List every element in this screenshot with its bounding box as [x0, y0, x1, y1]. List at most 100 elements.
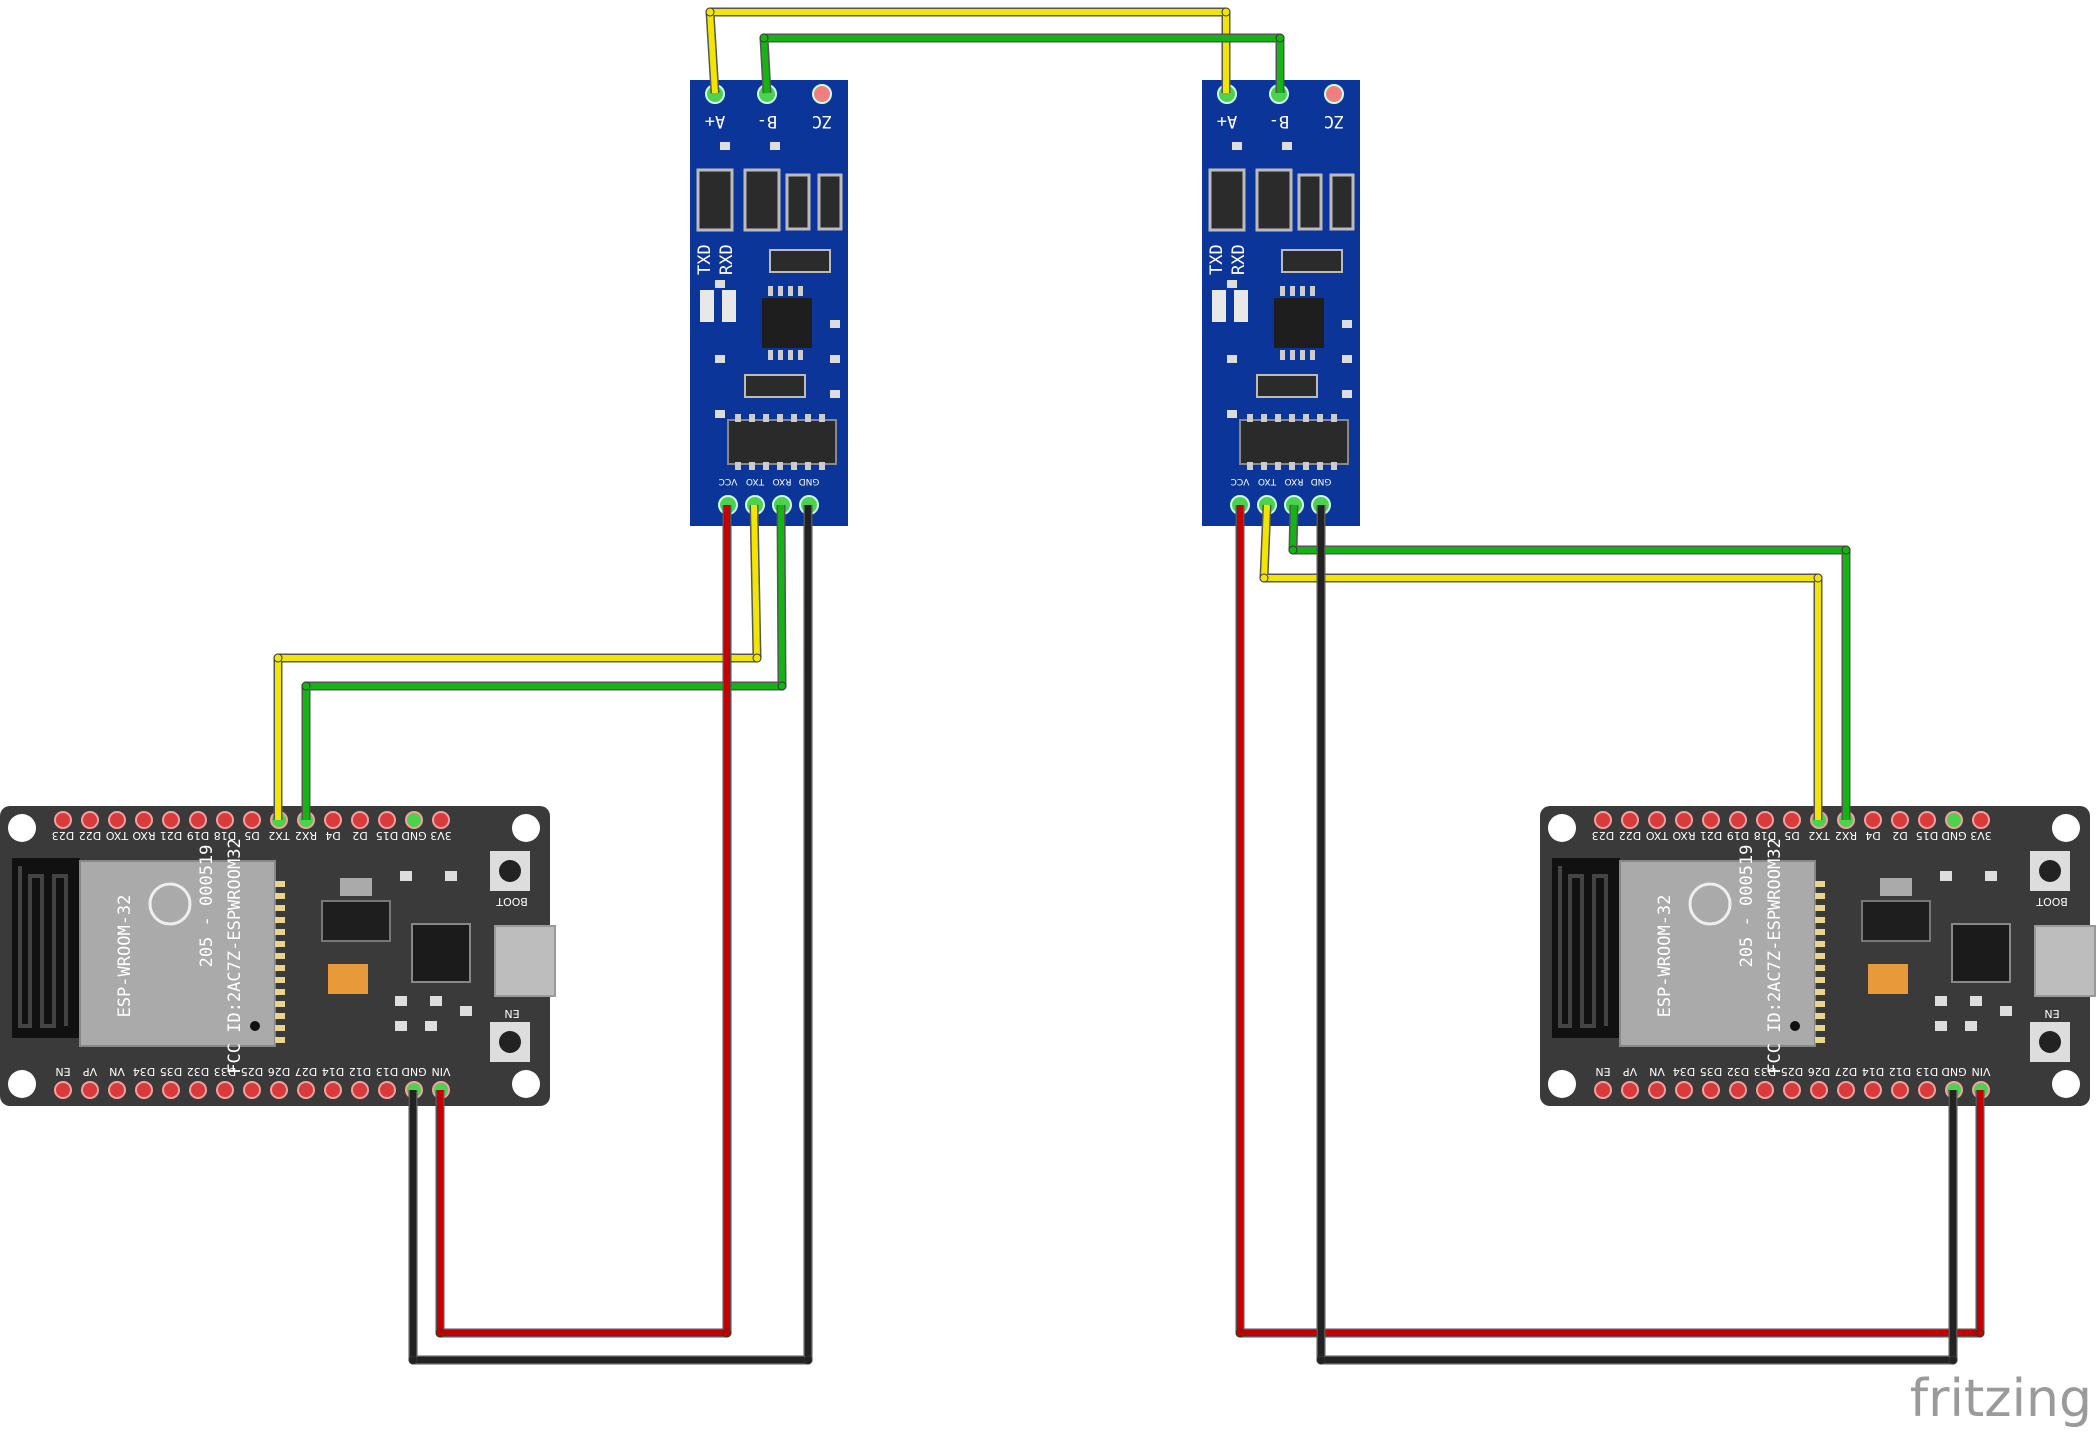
- esp32-bottom-pin-label: D12: [1889, 1065, 1911, 1078]
- esp32-bottom-pin-label: D32: [1727, 1065, 1749, 1078]
- rs485-top-pad: [1324, 84, 1344, 104]
- esp32-bottom-pin: [351, 1081, 369, 1099]
- esp32-top-pin-label: 3V3: [1970, 829, 1992, 842]
- esp32-bottom-pin-label: D26: [1808, 1065, 1830, 1078]
- smd-part: [400, 871, 412, 881]
- wire-bend: [301, 681, 311, 691]
- smd-part: [1965, 1021, 1977, 1031]
- smd-part: [425, 1021, 437, 1031]
- esp32-bottom-pin: [1621, 1081, 1639, 1099]
- chip-leg: [788, 350, 793, 360]
- rs485-bottom-label: VCC: [719, 476, 738, 486]
- module-pin: [275, 905, 285, 911]
- smd-part: [460, 1006, 472, 1016]
- esp32-top-pin: [108, 811, 126, 829]
- ic-leg: [763, 462, 769, 470]
- chip-leg: [798, 286, 803, 296]
- esp32-top-pin: [378, 811, 396, 829]
- resistor: [830, 320, 840, 328]
- esp32-top-pin-label: RX2: [1835, 829, 1857, 842]
- esp32-bottom-pin-label: VP: [1623, 1065, 1638, 1078]
- esp32-top-pin-label: RXO: [1672, 829, 1695, 842]
- esp32-bottom-pin: [378, 1081, 396, 1099]
- esp32-bottom-pin: [1837, 1081, 1855, 1099]
- esp32-bottom-pin: [297, 1081, 315, 1099]
- esp32-top-pin-label: D5: [1784, 829, 1799, 842]
- esp32-top-pin: [1918, 811, 1936, 829]
- en-label: EN: [2044, 1007, 2059, 1020]
- esp32-top-pin-label: GND: [401, 829, 426, 842]
- regulator: [1861, 900, 1931, 942]
- ic-leg: [735, 414, 741, 422]
- led: [1234, 290, 1248, 322]
- wire-bend: [1275, 33, 1285, 43]
- chip-sot: [1274, 298, 1324, 348]
- ic-leg: [1289, 414, 1295, 422]
- fritzing-watermark: fritzing: [1909, 1369, 2092, 1429]
- esp32-bottom-pin-label: D25: [241, 1065, 263, 1078]
- capacitor: [785, 173, 811, 231]
- rs485-side-label: TXD: [1207, 244, 1227, 275]
- esp32-top-pin: [1783, 811, 1801, 829]
- module-pin: [275, 941, 285, 947]
- esp32-top-pin-label: D21: [1700, 829, 1722, 842]
- smd-part: [1282, 142, 1292, 150]
- rs485-bottom-label: RXO: [1285, 476, 1304, 486]
- led: [1212, 290, 1226, 322]
- wire-green: [761, 35, 1283, 94]
- smd-part: [770, 142, 780, 150]
- esp32-bottom-pin-label: D14: [322, 1065, 344, 1078]
- esp32-bottom-pin: [1729, 1081, 1747, 1099]
- chip-leg: [768, 350, 773, 360]
- tantalum-cap: [1868, 964, 1908, 994]
- module-dot: [1790, 1021, 1800, 1031]
- wire-bend: [1948, 1355, 1958, 1365]
- module-shield: [1619, 860, 1816, 1047]
- ic-leg: [1331, 462, 1337, 470]
- module-pin: [1815, 977, 1825, 983]
- module-pin: [275, 929, 285, 935]
- esp32-top-pin: [189, 811, 207, 829]
- module-name: ESP-WROOM-32: [115, 895, 135, 1018]
- regulator: [744, 374, 806, 398]
- module-pin: [275, 881, 285, 887]
- module-fcc: FCC ID:2AC7Z-ESPWROOM32: [1765, 838, 1785, 1073]
- esp32-bottom-pin-label: GND: [1941, 1065, 1966, 1078]
- resistor: [715, 280, 725, 288]
- ic-leg: [805, 414, 811, 422]
- smd-part: [430, 996, 442, 1006]
- ic-leg: [1261, 462, 1267, 470]
- wire-bend: [1259, 573, 1269, 583]
- esp32-top-pin-label: D23: [52, 829, 74, 842]
- esp32-bottom-pin-label: GND: [401, 1065, 426, 1078]
- capacitor: [1255, 168, 1293, 232]
- ic-leg: [791, 462, 797, 470]
- mount-hole: [2052, 1070, 2080, 1098]
- en-button-cap: [499, 1031, 521, 1053]
- esp32-top-pin-label: TXO: [1646, 829, 1670, 842]
- rs485-side-label: TXD: [695, 244, 715, 275]
- ic-leg: [1275, 414, 1281, 422]
- resistor: [1227, 410, 1237, 418]
- esp32-top-pin-label: D15: [1916, 829, 1938, 842]
- esp32-bottom-pin-label: D34: [133, 1065, 155, 1078]
- smd-part: [445, 871, 457, 881]
- espressif-logo: [148, 882, 192, 926]
- smd-part: [1232, 142, 1242, 150]
- rs485-top-label: B-: [1269, 111, 1289, 131]
- wire-red: [1237, 505, 1983, 1336]
- rs485-side-label: RXD: [1229, 244, 1249, 275]
- esp32-top-pin: [1621, 811, 1639, 829]
- esp32-bottom-pin-label: D26: [268, 1065, 290, 1078]
- wire-bend: [1316, 1355, 1326, 1365]
- esp32-top-pin: [1675, 811, 1693, 829]
- chip-leg: [778, 286, 783, 296]
- wire-bend: [1975, 1328, 1985, 1338]
- chip-leg: [1310, 286, 1315, 296]
- esp32-top-pin: [1729, 811, 1747, 829]
- regulator: [1256, 374, 1318, 398]
- esp32-top-pin-label: D18: [214, 829, 236, 842]
- rs485-bottom-label: GND: [799, 476, 820, 486]
- esp32-top-pin: [1702, 811, 1720, 829]
